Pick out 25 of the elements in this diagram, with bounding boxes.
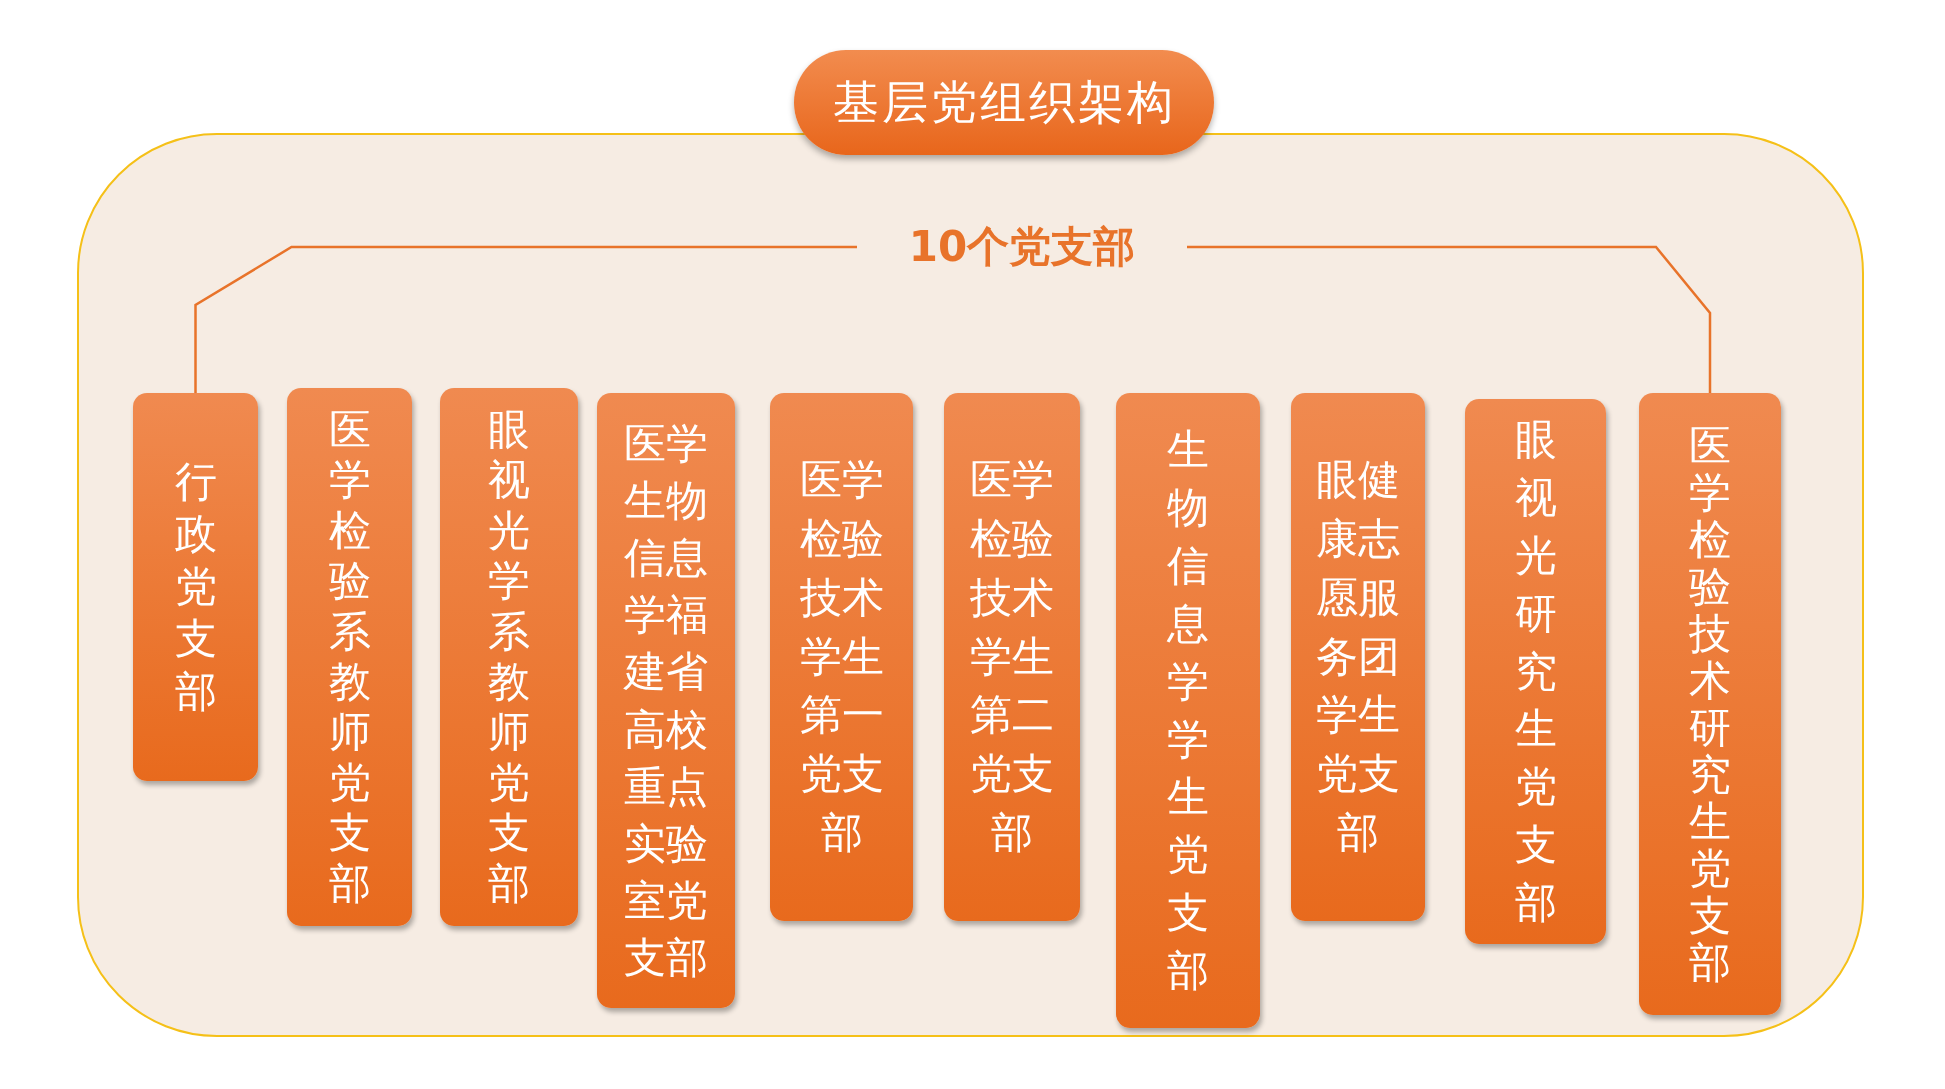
branch-name: 医学检验技术学生第一党支部 [799, 454, 884, 859]
branch-name: 生物信息学学生党支部 [1167, 423, 1209, 998]
branch-box [770, 393, 913, 921]
branch-name: 医学检验技术学生第二党支部 [970, 454, 1054, 859]
title-pill [794, 50, 1214, 155]
branch-box [944, 393, 1080, 921]
branch-box [440, 388, 578, 926]
branch-name: 眼视光学系教师党支部 [488, 405, 530, 909]
branch-box [1291, 393, 1425, 921]
branch-name: 眼健康志愿服务团学生党支部 [1316, 454, 1400, 859]
branch-box [133, 393, 258, 781]
branch-box [1116, 393, 1260, 1028]
branch-name: 医学检验技术研究生党支部 [1689, 421, 1731, 987]
branch-name: 行政党支部 [174, 455, 217, 718]
connector-line [194, 245, 857, 393]
branch-name: 医学检验系教师党支部 [328, 405, 371, 909]
branch-box [1465, 399, 1606, 944]
branch-box [1639, 393, 1781, 1015]
title-text: 基层党组织架构 [832, 73, 1176, 131]
connector-line [1187, 245, 1712, 393]
heading-text: 10个党支部 [908, 221, 1136, 273]
branch-name: 眼视光研究生党支部 [1514, 413, 1557, 930]
branch-name: 医学生物信息学福建省高校重点实验室党支部 [624, 417, 708, 984]
branch-box [287, 388, 412, 926]
branch-box [597, 393, 735, 1008]
